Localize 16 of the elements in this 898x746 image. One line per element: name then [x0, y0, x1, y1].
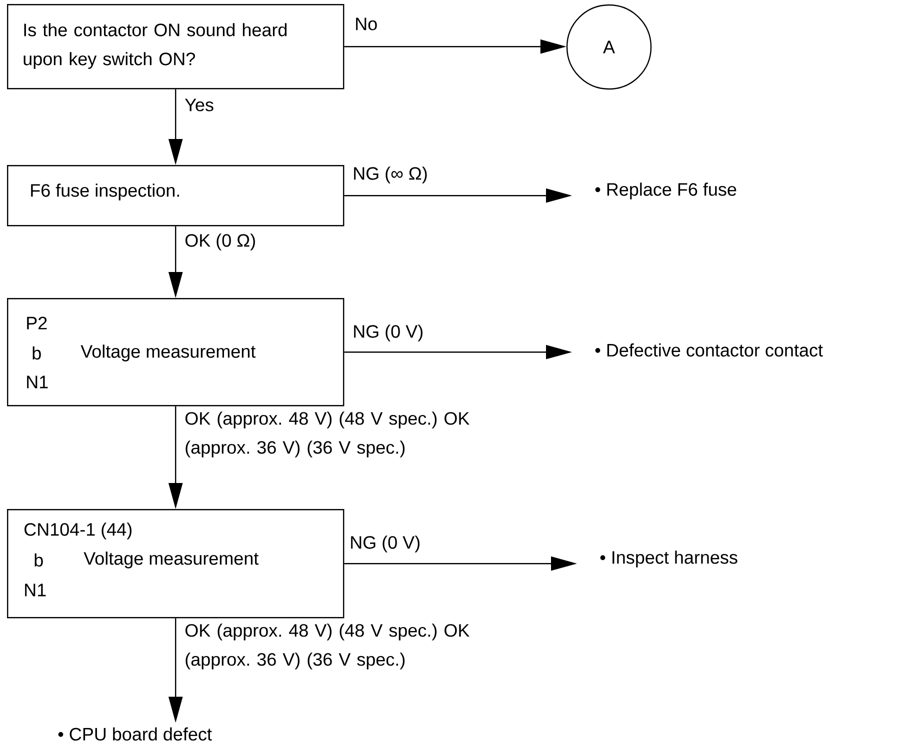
edge-label: NG (0 V)	[351, 536, 420, 552]
result-text: • CPU board defect	[58, 727, 212, 741]
process-box: F6 fuse inspection.	[7, 165, 344, 226]
edge-label: NG (∞ Ω)	[354, 166, 427, 184]
result-text: • Defective contactor contact	[595, 343, 823, 357]
result-text: • Inspect harness	[600, 550, 738, 568]
process-box: CN104-1 (44) b Voltage measurement N1	[7, 509, 344, 618]
edge-label: No	[356, 18, 377, 30]
result-text: • Replace F6 fuse	[595, 182, 736, 200]
process-box: P2 b Voltage measurement N1	[7, 298, 344, 406]
process-box: Is the contactor ON sound heard upon key switch ON?	[7, 4, 344, 90]
edge-label: NG (0 V)	[354, 324, 422, 342]
edge-label: OK (approx. 48 V) (48 V spec.) OK (approx. 36 V) (36 V spec.)	[185, 624, 470, 670]
edge-label: OK (approx. 48 V) (48 V spec.) OK (approx. 36 V) (36 V spec.)	[185, 412, 470, 458]
edge-label: Yes	[185, 98, 214, 112]
edge-label: OK (0 Ω)	[185, 234, 255, 250]
